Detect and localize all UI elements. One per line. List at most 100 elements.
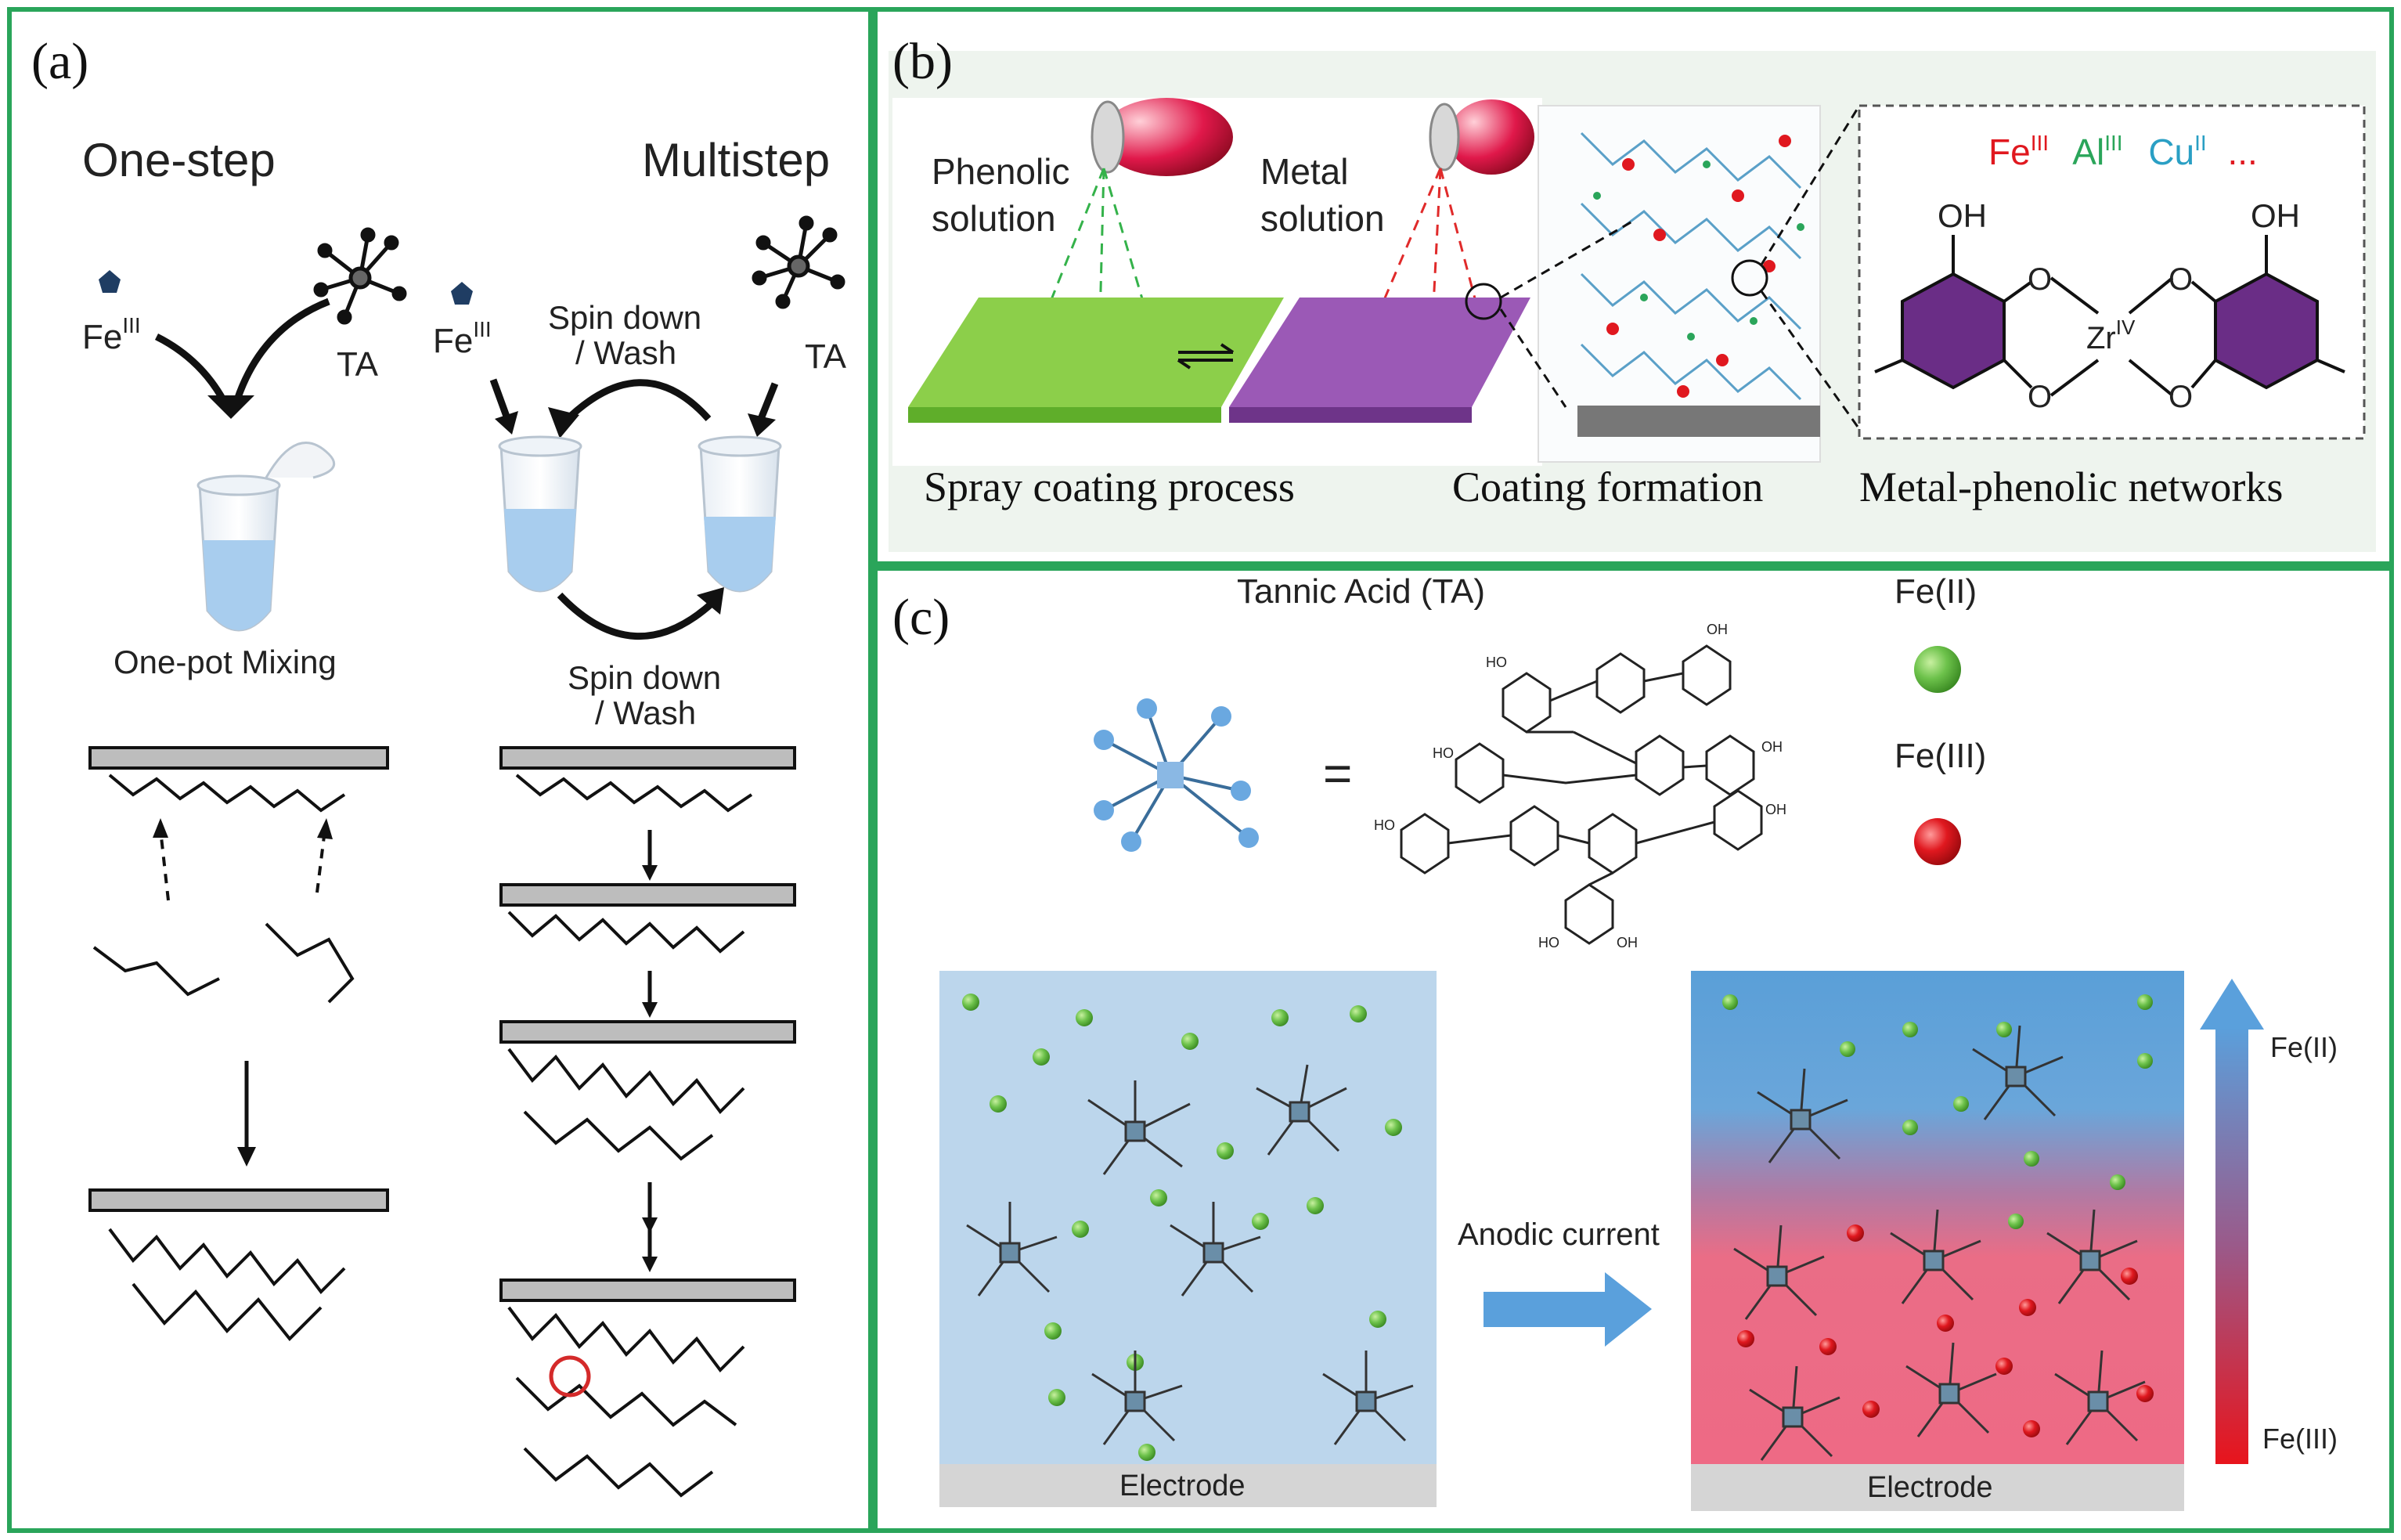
substrate-bar [499,1020,796,1044]
o-label: O [2168,380,2193,414]
metal-line1: Metal [1260,151,1348,192]
zr-sup: IV [2116,316,2136,339]
spray-can-icon [1429,99,1534,175]
coating-phenol-nodes [1593,160,1804,341]
ion-fe: Fe [1988,132,2031,172]
wash-tube-right [698,435,782,593]
o-label: O [2028,262,2052,297]
fe2-particles-before [962,994,1402,1461]
ta-molecule-nodes [1094,698,1259,852]
spin-top-line2: / Wash [575,334,676,371]
bath-before [939,971,1437,1464]
one-step-title: One-step [82,134,276,186]
coating-network [1580,132,1802,401]
spin-bottom-line1: Spin down [568,659,721,696]
panel-a-border [7,7,873,1533]
coating-substrate [1577,406,1820,437]
svg-text:FeIII: FeIII [433,317,492,360]
ion-al-sup: III [2104,131,2122,155]
arrow-head [207,395,254,419]
substrate-bar [499,883,796,907]
fe-ion-icon [99,270,121,293]
fe-right-label: Fe [433,322,473,360]
svg-text:FeIII AlIII CuII: FeIII AlIII CuII ... [1988,117,2258,172]
zr-label: Zr [2086,321,2116,355]
panel-c-label: (c) [892,589,950,646]
svg-text:ZrIV: ZrIV [2086,316,2136,355]
spin-top-arrow [561,379,712,426]
network-inset [1858,104,2366,440]
multistep-title: Multistep [642,134,830,186]
equilibrium-icon [1177,343,1235,370]
spin-bottom-arrow [557,592,716,640]
fe-ion-right-icon [451,282,473,305]
fe-right-sup: III [473,317,491,341]
caption-spray: Spray coating process [924,463,1295,510]
o-label: O [2028,380,2052,414]
highlight-ring [549,1355,591,1398]
metal-line2: solution [1260,198,1385,239]
oh-label: OH [1765,802,1786,817]
panel-a: (a) One-step Multistep FeIII TA One-pot … [31,33,847,1498]
fe-left-sup: III [122,313,140,337]
zoom-line [1500,218,1637,299]
ta-arrow [231,298,330,409]
substrate-bar [499,746,796,770]
ho-label: HO [1433,745,1454,761]
o-label: O [2168,262,2193,297]
green-plate [908,298,1284,407]
fe2-legend-label: Fe(II) [1894,572,1977,611]
zoom-circle [1465,283,1502,320]
chelation-bonds [2003,276,2217,397]
ho-label: HO [1486,655,1507,670]
phenolic-line2: solution [932,198,1056,239]
gradient-top-label: Fe(II) [2270,1031,2338,1063]
panel-b-border [873,7,2394,566]
one-pot-label: One-pot Mixing [114,644,337,680]
ta-left-label: TA [337,345,379,384]
tannic-acid-title: Tannic Acid (TA) [1237,572,1485,611]
dashed-arrow [315,829,326,893]
electrode-left [939,1464,1437,1507]
ta-network-after [1733,1025,2146,1461]
panel-a-label: (a) [31,33,88,90]
ta-down-arrow [755,382,779,424]
substrate-bar [88,746,389,770]
ta-network-before [966,1064,1414,1445]
zoom-line [1760,290,1865,435]
zoom-line [1499,308,1567,408]
caption-network: Metal-phenolic networks [1859,463,2283,510]
ion-fe-sup: III [2031,131,2049,155]
ta-right-label: TA [805,337,847,376]
tannic-acid-structure [1400,644,1763,945]
ho-label: HO [1374,817,1395,833]
panel-b: (b) Phenolic solution Metal solution [889,33,2376,552]
fe3-legend-label: Fe(III) [1894,737,1986,775]
oh-left: OH [1938,197,1987,234]
one-pot-tube [196,441,336,632]
substrate-bar [499,1279,796,1302]
dashed-arrow [159,829,170,901]
oh-label: OH [1707,622,1728,637]
panel-c-border [873,566,2394,1533]
oh-right: OH [2251,197,2300,234]
spin-top-line1: Spin down [548,299,701,336]
phenolic-line1: Phenolic [932,151,1069,192]
ion-al: Al [2072,132,2104,172]
purple-plate [1229,298,1530,407]
panel-b-label: (b) [892,33,953,90]
fe3-legend-ball [1914,818,1961,865]
network-cluster [92,774,355,1341]
panel-c: (c) Tannic Acid (TA) = [892,572,2338,1511]
oh-label: OH [1617,935,1638,950]
svg-text:FeIII: FeIII [82,313,141,356]
gradient-arrow-shaft [2215,1026,2248,1464]
fe2-particles-after [1722,994,2153,1229]
coating-metal-ions [1606,135,1791,398]
caption-coating: Coating formation [1452,463,1763,510]
fe-left-label: Fe [82,318,122,356]
ho-label: HO [1538,935,1559,950]
multistep-network [507,774,753,1498]
spray-can-icon [1091,98,1233,176]
